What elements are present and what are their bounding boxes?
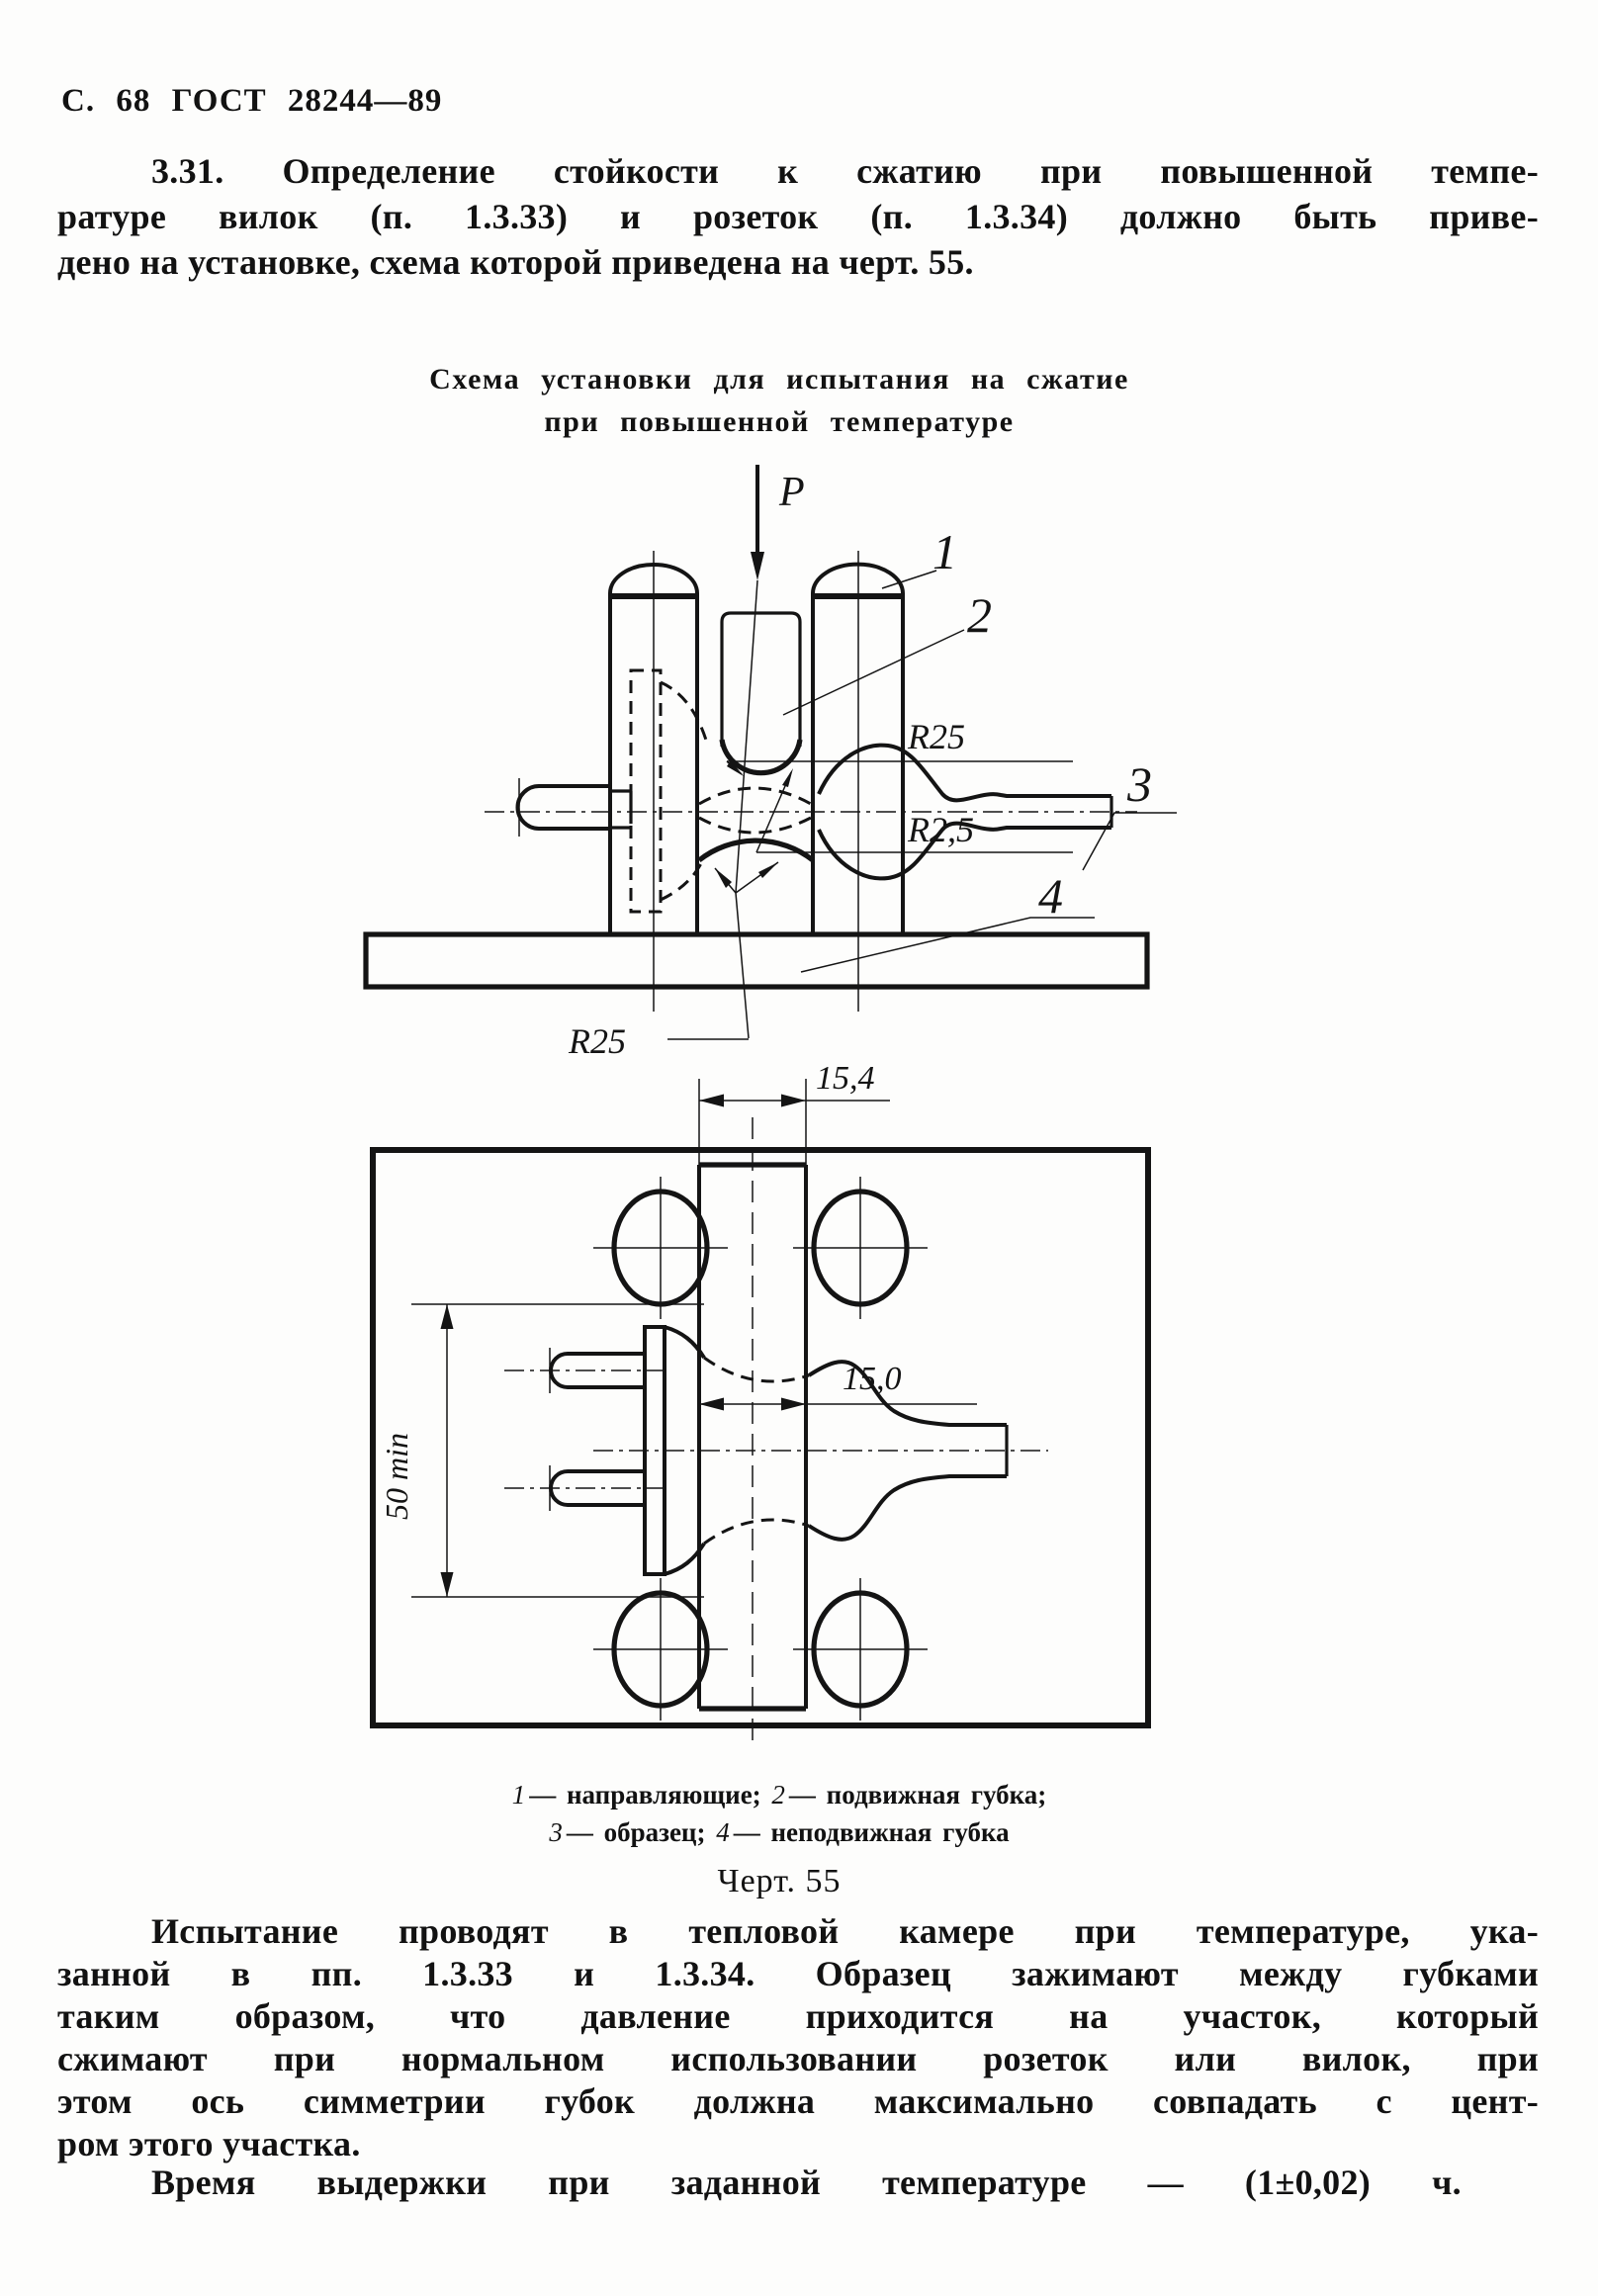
- legend-text: — неподвижная губка: [733, 1817, 1010, 1847]
- legend-num: 4: [716, 1817, 730, 1847]
- label-movable-jaw: 2: [967, 587, 992, 643]
- base-plate: [363, 931, 1150, 990]
- movable-jaw: [719, 611, 803, 776]
- paragraph-test: Испытание проводят в тепловой камере при…: [57, 1910, 1539, 2165]
- text-line: Время выдержки при заданной температуре …: [151, 2163, 1462, 2202]
- dim-50-min: 50 min: [379, 1433, 414, 1520]
- label-guide: 1: [932, 524, 957, 579]
- paragraph-time: Время выдержки при заданной температуре …: [57, 2160, 1462, 2205]
- legend-num: 2: [771, 1780, 785, 1810]
- plug-pin: [515, 668, 710, 914]
- figure-title-line1: Схема установки для испытания на сжатие: [429, 363, 1129, 396]
- enclosure: [370, 1147, 1151, 1728]
- figure-title: Схема установки для испытания на сжатие …: [57, 358, 1501, 443]
- legend-text: — образец;: [566, 1817, 706, 1847]
- figure-legend: 1— направляющие; 2— подвижная губка; 3— …: [57, 1776, 1501, 1851]
- specimen: [485, 743, 1137, 881]
- page-header: С. 68 ГОСТ 28244—89: [61, 83, 443, 119]
- radius-bottom-label: R25: [568, 1021, 626, 1061]
- text-line: дено на установке, схема которой приведе…: [57, 242, 974, 282]
- leader-lines: [667, 570, 1177, 1040]
- figure-title-line2: при повышенной температуре: [544, 405, 1015, 438]
- text-line: таким образом, что давление приходится н…: [57, 1996, 1539, 2036]
- figure-top-view: 15,4 15,0 50 min: [370, 1060, 1151, 1750]
- label-specimen: 3: [1126, 756, 1152, 812]
- label-fixed-jaw: 4: [1038, 868, 1063, 924]
- legend-line2: 3— образец; 4— неподвижная губка: [57, 1813, 1501, 1851]
- specimen-profile: [593, 1325, 1048, 1576]
- text-line: Испытание проводят в тепловой камере при…: [151, 1911, 1539, 1951]
- guide-column-right: [811, 551, 905, 1012]
- fixed-jaw: [697, 838, 815, 863]
- text-line: ром этого участка.: [57, 2124, 361, 2164]
- dim-15-0: 15,0: [843, 1361, 902, 1397]
- part-labels: 1 2 3 4 R25 R2,5 R25: [568, 524, 1152, 1061]
- legend-text: — направляющие;: [529, 1780, 761, 1810]
- dim-15-4: 15,4: [816, 1060, 875, 1097]
- legend-text: — подвижная губка;: [788, 1780, 1047, 1810]
- guide-holes: [593, 1177, 928, 1721]
- force-label: P: [778, 470, 805, 515]
- text-line: ратуре вилок (п. 1.3.33) и розеток (п. 1…: [57, 197, 1539, 236]
- text-line: 3.31. Определение стойкости к сжатию при…: [151, 151, 1539, 191]
- radius-top-label: R25: [907, 717, 965, 756]
- radius-small-label: R2,5: [907, 810, 974, 849]
- dimension-length-min: 50 min: [379, 1303, 704, 1598]
- figure-caption: Черт. 55: [717, 1863, 842, 1899]
- text-line: этом ось симметрии губок должна максимал…: [57, 2081, 1539, 2121]
- legend-num: 1: [511, 1780, 526, 1810]
- legend-num: 3: [549, 1817, 563, 1847]
- text-line: занной в пп. 1.3.33 и 1.3.34. Образец за…: [57, 1954, 1539, 1993]
- paragraph-3-31: 3.31. Определение стойкости к сжатию при…: [57, 148, 1539, 285]
- figure-side-view: P 1 2 3 4 R25 R2,: [363, 465, 1177, 1061]
- force-arrow: P: [751, 465, 805, 580]
- jaw-bar: [697, 1117, 808, 1750]
- guide-column-left: [608, 551, 699, 1012]
- text-line: сжимают при нормальном использовании роз…: [57, 2039, 1539, 2078]
- dimension-jaw-width: 15,0: [699, 1361, 977, 1411]
- legend-line1: 1— направляющие; 2— подвижная губка;: [57, 1776, 1501, 1813]
- dimension-top-width: 15,4: [698, 1060, 890, 1170]
- plug: [504, 1325, 666, 1576]
